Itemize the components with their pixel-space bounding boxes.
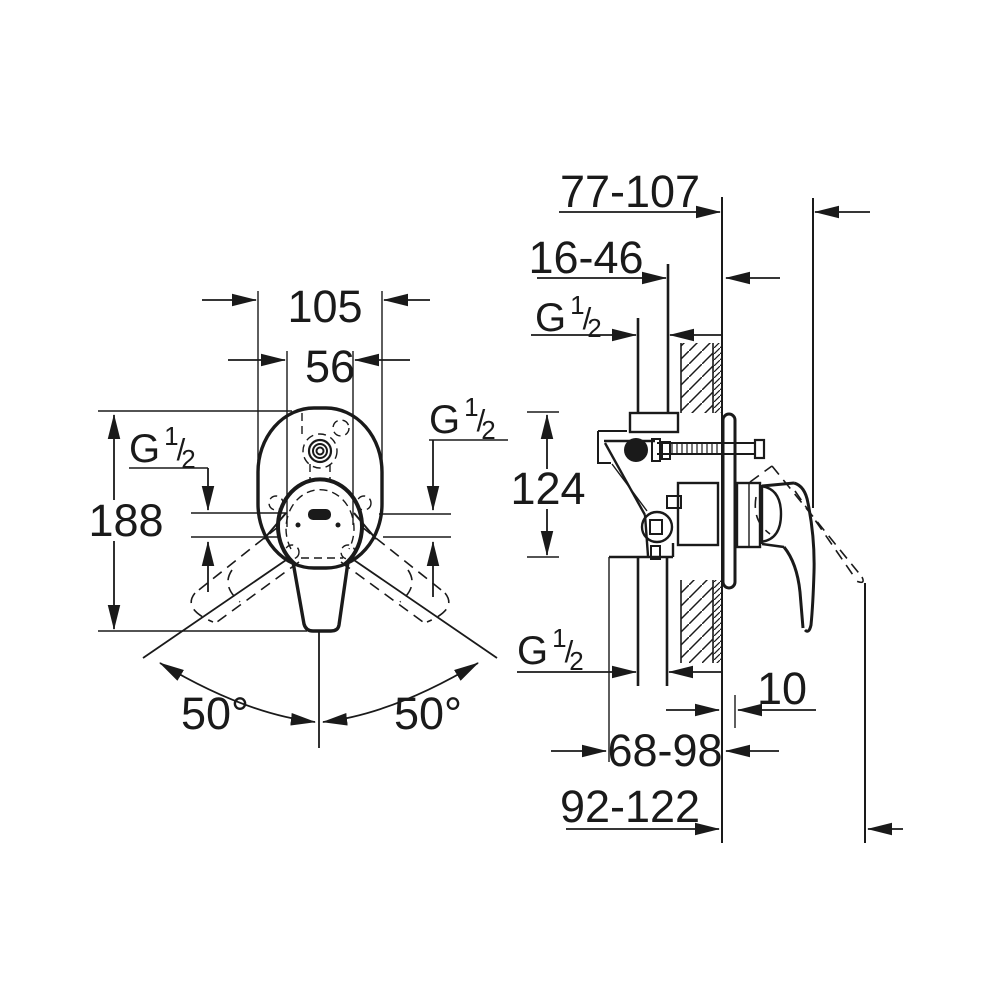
handle-rotated-left-hidden — [190, 526, 300, 623]
body-height-label: 124 — [510, 463, 585, 514]
wall-section — [680, 343, 722, 663]
clamp-screw — [666, 495, 682, 509]
wall-finish-layer-lower — [713, 580, 722, 663]
body-bottom-tab — [650, 545, 661, 560]
angle-ray-right — [350, 557, 498, 659]
side-dimension-lines — [517, 205, 903, 836]
mounting-bracket — [597, 430, 627, 464]
angle-left-label: 50° — [181, 688, 249, 739]
angle-arc-right — [321, 662, 479, 726]
plate-width-label: 105 — [287, 281, 362, 332]
wall-clearance-label: 77-107 — [560, 166, 700, 217]
inlet-break-tick-right — [353, 512, 377, 540]
handle-bell-hidden-arc — [285, 488, 355, 550]
front-mixer-object — [190, 406, 450, 633]
handle-rotated-right-hidden — [340, 526, 450, 623]
rod-locknut-inner — [651, 438, 661, 462]
handle-dot-left — [295, 522, 301, 528]
handle-dot-right — [335, 522, 341, 528]
rod-end-cap — [753, 438, 766, 460]
rough-in-depth-label: 68-98 — [607, 725, 722, 776]
angle-arc-left — [159, 662, 317, 726]
wall-hatch-lower — [681, 580, 713, 663]
escutcheon-plate-side — [721, 412, 737, 590]
handle-mouth-mark — [308, 509, 331, 520]
handle-open-position-hidden — [749, 465, 864, 584]
plate-offset-label: 10 — [757, 663, 807, 714]
diverter-knob-center — [315, 446, 325, 456]
handle-hub-bottom-edge — [761, 542, 785, 549]
angle-right-label: 50° — [394, 688, 462, 739]
handle-lever-inner-edge — [782, 546, 805, 629]
cartridge-housing — [676, 481, 720, 547]
knurled-screw-head — [624, 438, 648, 462]
threaded-rod-threads — [671, 442, 718, 455]
body-lower-left-edge — [643, 514, 650, 557]
wall-hatch-upper — [681, 343, 713, 413]
front-view: 105 56 188 50° 50° G1/2 G1/2 — [88, 281, 508, 748]
diverter-knob-mid — [312, 443, 328, 459]
escutcheon-plate — [256, 406, 384, 570]
plaster-depth-label: 16-46 — [528, 232, 643, 283]
side-trim — [721, 412, 864, 633]
angle-ray-left — [142, 557, 290, 659]
front-dimension-lines — [98, 291, 508, 748]
stop-ring — [640, 510, 674, 544]
side-valve-body — [597, 411, 766, 560]
side-view: 77-107 16-46 124 10 68-98 92-122 G1/2 G1… — [510, 166, 903, 843]
handle-lever-outer-edge — [793, 481, 816, 633]
handle-bell-dome — [276, 477, 364, 567]
handle-hub-dome — [759, 484, 783, 544]
pipe-fitting-block — [628, 411, 680, 434]
handle-top-edge — [761, 481, 795, 488]
inlet-break-tick-left — [263, 512, 287, 540]
body-inner-slant — [611, 463, 648, 512]
wall-finish-layer-upper — [713, 343, 722, 413]
height-label: 188 — [88, 495, 163, 546]
body-left-slant — [603, 442, 647, 516]
body-width-label: 56 — [305, 341, 355, 392]
rod-locknut-outer — [661, 441, 671, 460]
diverter-knob-outer — [307, 438, 333, 464]
handle-lever-stem — [291, 561, 350, 633]
stop-ring-socket — [649, 519, 663, 535]
total-depth-label: 92-122 — [560, 781, 700, 832]
concealed-body-hidden-lines — [268, 413, 372, 560]
